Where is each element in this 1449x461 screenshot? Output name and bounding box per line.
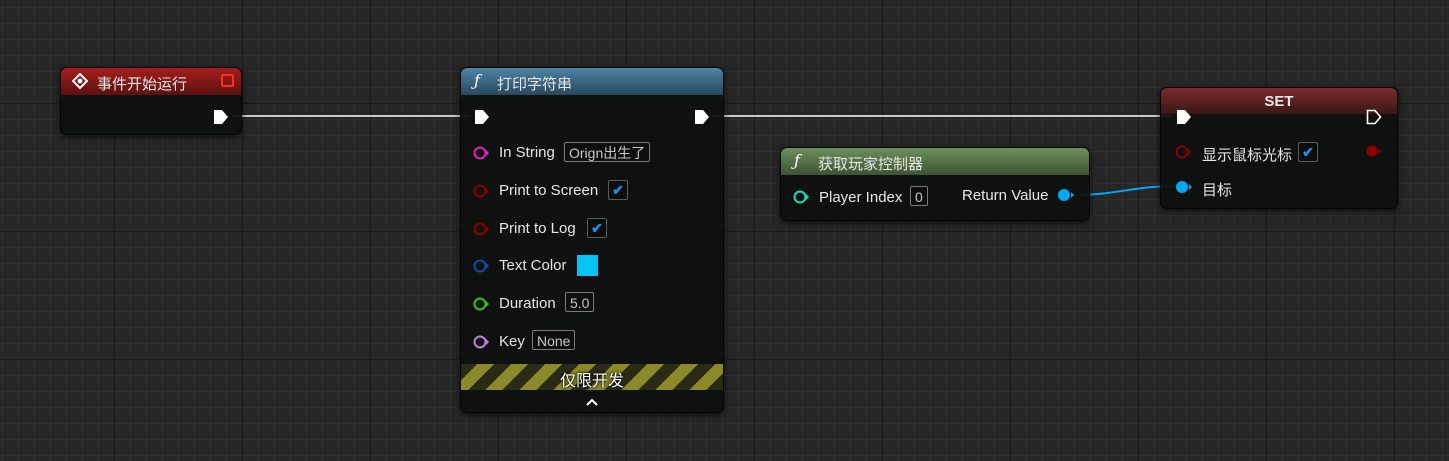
event-begin-play-node[interactable]: 事件开始运行 [60, 67, 242, 135]
exec-out-pin-icon[interactable] [694, 109, 710, 130]
development-only-banner [461, 364, 723, 390]
node-title: 获取玩家控制器 [818, 156, 924, 173]
object-pin-icon[interactable] [1175, 179, 1193, 200]
print-to-log-checkbox[interactable]: ✔ [587, 218, 607, 238]
print-string-node[interactable]: ƒ 打印字符串 In String Orign出生了 Print to Scre… [460, 67, 724, 413]
int-pin-icon[interactable] [793, 189, 809, 210]
bool-pin-icon[interactable] [473, 183, 489, 204]
function-icon: ƒ [794, 151, 800, 170]
bool-out-pin-icon[interactable] [1365, 143, 1381, 164]
node-header[interactable]: ƒ 打印字符串 [461, 68, 723, 95]
event-diamond-icon [71, 72, 89, 90]
get-player-controller-node[interactable]: ƒ 获取玩家控制器 Player Index 0 Return Value [780, 147, 1090, 221]
show-mouse-cursor-checkbox[interactable]: ✔ [1298, 142, 1318, 162]
print-to-screen-checkbox[interactable]: ✔ [608, 180, 628, 200]
node-title: SET [1264, 93, 1294, 110]
print-to-screen-label: Print to Screen [499, 182, 599, 199]
string-pin-icon[interactable] [473, 145, 489, 166]
target-label: 目标 [1202, 182, 1233, 199]
delegate-pin-icon[interactable] [221, 74, 234, 87]
exec-out-pin-icon[interactable] [1366, 109, 1382, 130]
exec-in-pin-icon[interactable] [474, 109, 490, 130]
text-color-swatch[interactable] [577, 255, 598, 276]
chevron-up-icon[interactable] [585, 394, 599, 412]
key-label: Key [499, 333, 525, 350]
bool-pin-icon[interactable] [473, 221, 489, 242]
bool-pin-icon[interactable] [1175, 144, 1191, 165]
duration-label: Duration [499, 295, 556, 312]
name-pin-icon[interactable] [473, 334, 489, 355]
duration-input[interactable]: 5.0 [565, 292, 595, 312]
node-header[interactable]: SET [1161, 88, 1397, 114]
node-title: 打印字符串 [497, 76, 573, 93]
function-icon: ƒ [474, 71, 480, 90]
key-input[interactable]: None [532, 330, 576, 350]
player-index-label: Player Index [819, 189, 903, 206]
node-header[interactable]: 事件开始运行 [61, 68, 241, 95]
show-mouse-cursor-label: 显示鼠标光标 [1202, 147, 1293, 164]
exec-out-pin-icon[interactable] [213, 109, 229, 130]
struct-pin-icon[interactable] [473, 258, 489, 279]
in-string-label: In String [499, 144, 555, 161]
set-node[interactable]: SET 显示鼠标光标 ✔ 目标 [1160, 87, 1398, 209]
object-pin-icon[interactable] [1057, 187, 1075, 208]
text-color-label: Text Color [499, 257, 567, 274]
development-only-label: 仅限开发 [559, 373, 624, 390]
node-title: 事件开始运行 [97, 76, 188, 93]
player-index-input[interactable]: 0 [910, 186, 928, 206]
float-pin-icon[interactable] [473, 296, 489, 317]
return-value-label: Return Value [962, 187, 1049, 204]
exec-in-pin-icon[interactable] [1176, 109, 1192, 130]
in-string-input[interactable]: Orign出生了 [564, 142, 651, 162]
node-header[interactable]: ƒ 获取玩家控制器 [781, 148, 1089, 175]
print-to-log-label: Print to Log [499, 220, 576, 237]
